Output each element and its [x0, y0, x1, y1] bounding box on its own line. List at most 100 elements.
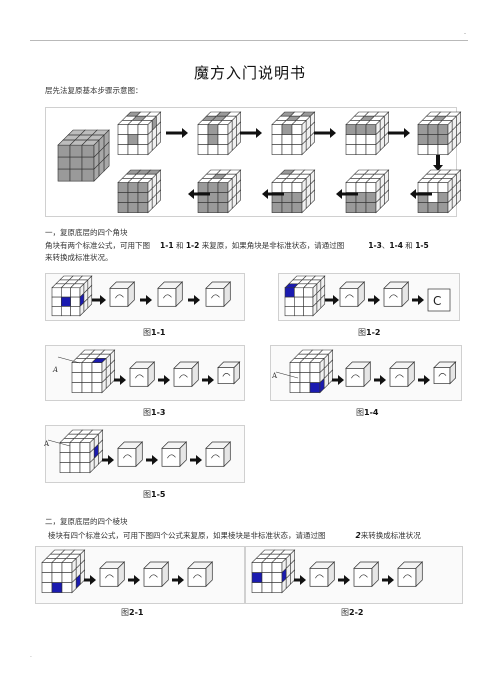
cube-sticker	[69, 442, 81, 453]
cube-sticker	[289, 372, 301, 383]
caption-1-3: 图1-3	[143, 407, 165, 418]
cube-sticker	[456, 131, 461, 147]
section2-line1-b: 来转换成标准状况	[360, 531, 421, 540]
cube-sticker	[59, 442, 71, 453]
label-a: A	[52, 366, 58, 374]
cube-sticker	[437, 192, 449, 203]
move-arrow	[123, 454, 132, 459]
cube-sticker	[79, 442, 91, 453]
cube-sticker	[69, 168, 83, 182]
cube-sticker	[79, 462, 91, 473]
arrow-icon	[90, 575, 96, 585]
label-a: A	[271, 372, 278, 380]
move-box	[157, 287, 177, 307]
cube-sticker	[291, 144, 303, 155]
cube-sticker	[271, 582, 283, 593]
cube-sticker	[303, 296, 314, 307]
move-arrow	[105, 574, 114, 579]
cube-sticker	[69, 462, 81, 473]
cube-sticker	[91, 362, 103, 373]
move-arrow	[167, 454, 176, 459]
arrow-icon	[418, 295, 424, 305]
arrow-icon	[256, 128, 262, 138]
move-arrow	[345, 294, 354, 299]
cube-sticker	[197, 124, 209, 135]
arrow-icon	[92, 298, 101, 302]
cube-sticker	[427, 134, 439, 145]
arrow-icon	[196, 455, 202, 465]
caption-prefix: 图	[143, 490, 151, 499]
caption-num: 1-1	[151, 328, 166, 337]
move-arrow	[115, 294, 124, 299]
cube-sticker	[117, 144, 129, 155]
move-box	[389, 367, 409, 387]
cube-sticker	[61, 582, 73, 593]
arrow-icon	[146, 458, 153, 462]
move-arrow	[315, 574, 324, 579]
move-arrow	[438, 373, 447, 377]
cube-sticker	[217, 134, 229, 145]
cube-sticker	[217, 144, 229, 155]
cube-sticker	[70, 287, 81, 298]
section1-line1-a: 角块有两个标准公式，可用下图	[45, 241, 150, 250]
move-box	[205, 287, 225, 307]
move-box	[99, 567, 119, 587]
cube-sticker	[117, 182, 129, 193]
cube-sticker	[291, 202, 303, 213]
move-box	[187, 567, 207, 587]
cube-sticker	[284, 287, 295, 298]
cube-sticker	[309, 362, 321, 373]
cube-sticker	[437, 124, 449, 135]
arrow-icon	[164, 375, 170, 385]
cube-sticker	[417, 134, 429, 145]
move-box	[345, 367, 365, 387]
cube-sticker	[61, 296, 71, 307]
cube-sticker	[427, 144, 439, 155]
move-box	[407, 361, 415, 388]
arrow-icon	[102, 458, 109, 462]
cube-sticker	[294, 287, 304, 298]
move-box	[109, 287, 129, 307]
move-box	[427, 288, 451, 312]
cube-sticker	[365, 192, 377, 203]
cube-sticker	[59, 462, 71, 473]
arrow-icon	[410, 189, 416, 199]
move-box	[397, 567, 417, 587]
arrow-icon	[188, 189, 194, 199]
arrow-icon	[314, 131, 331, 135]
cube-sticker	[137, 182, 149, 193]
cube-sticker	[51, 296, 62, 307]
caption-prefix: 图	[356, 408, 364, 417]
move-box	[173, 367, 193, 387]
cube-sticker	[137, 124, 149, 135]
move-arrow	[193, 574, 202, 579]
cube-sticker	[365, 182, 377, 193]
cube-sticker	[303, 287, 314, 298]
move-box	[401, 281, 409, 308]
cube-sticker	[365, 144, 377, 155]
cube-sticker	[437, 182, 449, 193]
cube-sticker	[81, 372, 93, 383]
cube-sticker	[437, 134, 449, 145]
pointer-line	[57, 356, 81, 364]
cube-sticker	[291, 192, 303, 203]
caption-prefix: 图	[121, 608, 129, 617]
caption-prefix: 图	[358, 328, 366, 337]
move-label-c: C	[433, 294, 441, 308]
arrow-icon	[158, 378, 165, 382]
cube-sticker	[59, 452, 71, 463]
caption-prefix: 图	[143, 408, 151, 417]
cube-sticker	[61, 572, 73, 583]
cube-sticker	[41, 562, 53, 573]
cube-sticker	[51, 287, 62, 298]
move-box	[179, 441, 187, 468]
cube-sticker	[51, 562, 63, 573]
caption-num: 1-4	[364, 408, 379, 417]
arrow-icon	[188, 298, 195, 302]
cube-sticker	[127, 134, 139, 145]
move-box	[415, 561, 423, 588]
cube-sticker	[137, 192, 149, 203]
arrow-icon	[262, 189, 268, 199]
cube-sticker	[137, 134, 149, 145]
arrow-icon	[433, 165, 443, 171]
